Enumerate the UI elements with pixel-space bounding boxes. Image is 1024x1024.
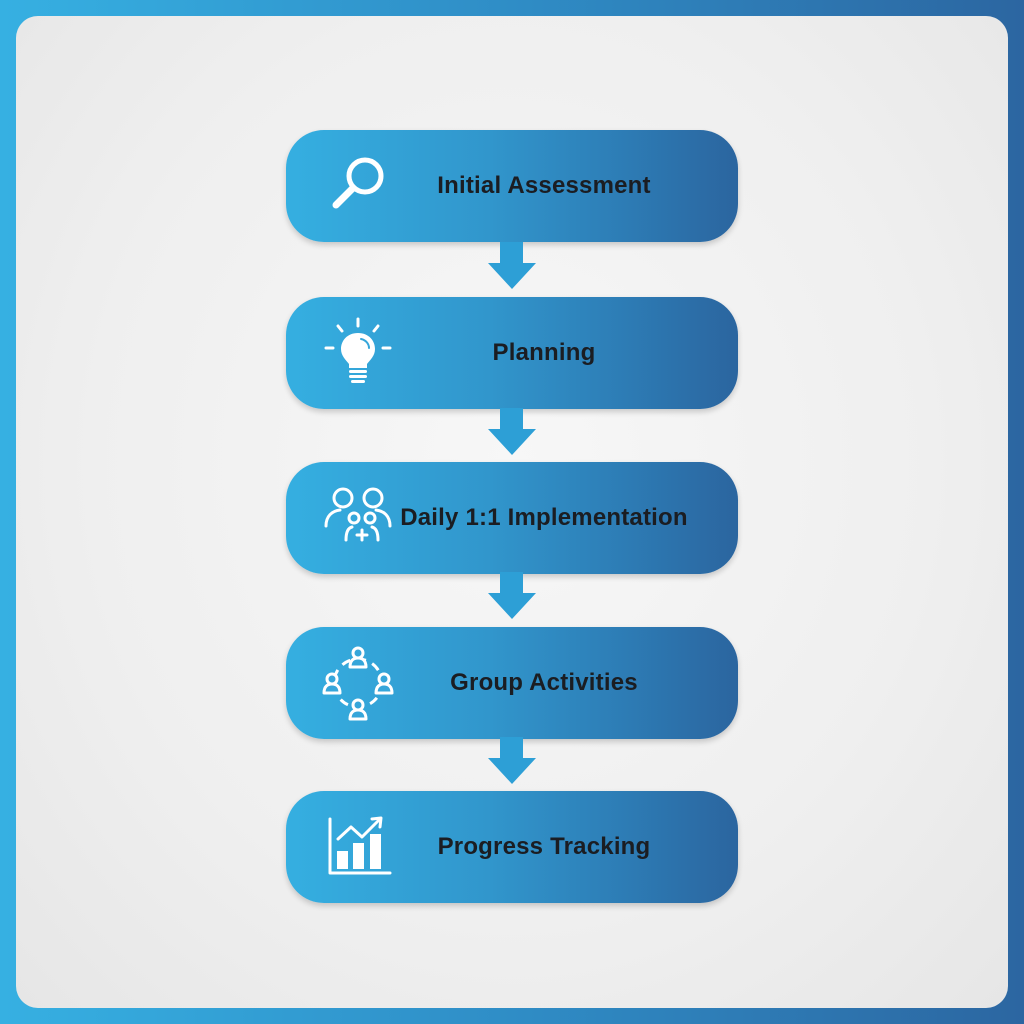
magnifier-icon xyxy=(318,146,398,226)
step-label: Progress Tracking xyxy=(437,833,651,860)
step-label: Planning xyxy=(492,339,596,366)
growth-chart-icon xyxy=(318,807,398,887)
step-progress-tracking: Progress Tracking xyxy=(286,791,738,903)
step-label: Initial Assessment xyxy=(437,172,651,199)
down-arrow-icon xyxy=(488,408,536,455)
step-daily-implementation: Daily 1:1 Implementation xyxy=(286,462,738,574)
step-label: Daily 1:1 Implementation xyxy=(400,504,688,531)
lightbulb-icon xyxy=(318,313,398,393)
step-label: Group Activities xyxy=(450,669,638,696)
down-arrow-icon xyxy=(488,737,536,784)
people-support-icon xyxy=(318,478,398,558)
step-planning: Planning xyxy=(286,297,738,409)
down-arrow-icon xyxy=(488,572,536,619)
down-arrow-icon xyxy=(488,242,536,289)
group-circle-icon xyxy=(318,643,398,723)
step-group-activities: Group Activities xyxy=(286,627,738,739)
step-initial-assessment: Initial Assessment xyxy=(286,130,738,242)
